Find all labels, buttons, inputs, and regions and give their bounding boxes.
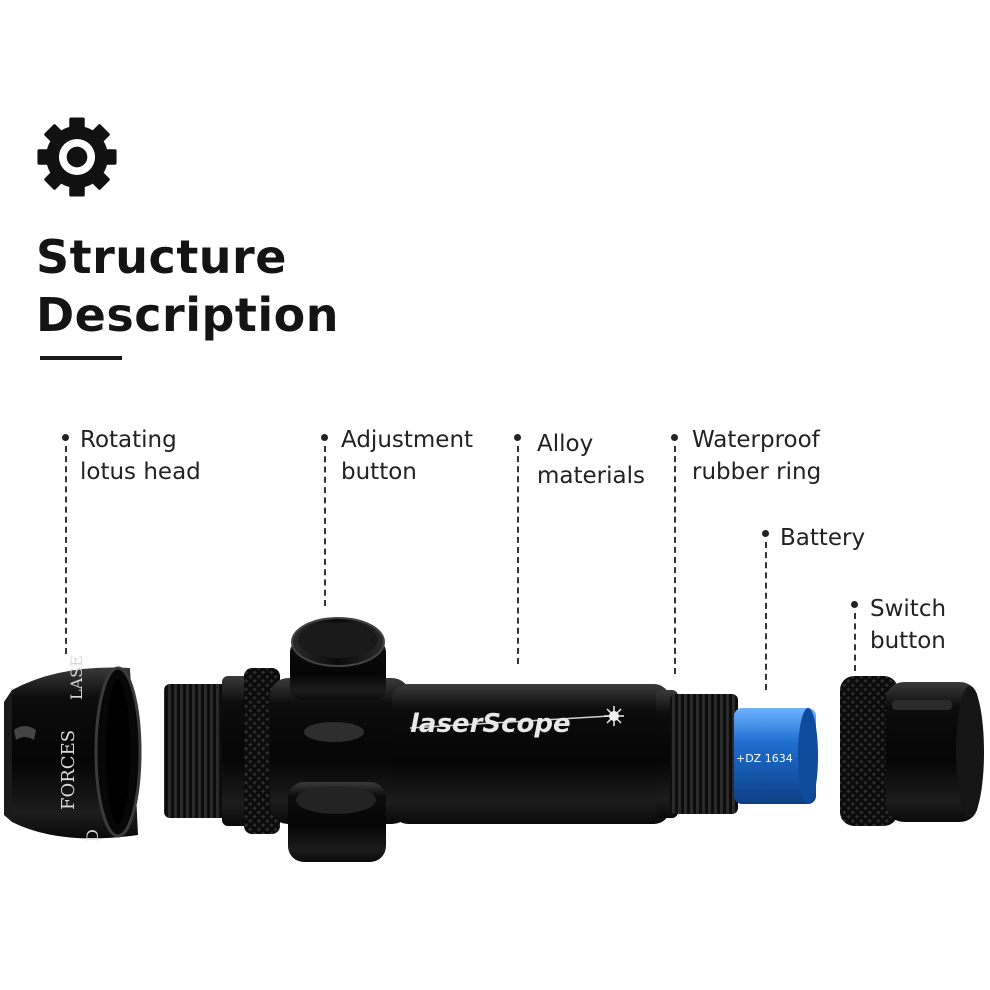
lotus-head: FORCES LASE D (4, 655, 142, 842)
gear-icon (37, 117, 117, 197)
leader-line (674, 446, 676, 674)
label-line: rubber ring (692, 459, 822, 485)
label-dot (851, 601, 858, 608)
label-dot (321, 434, 328, 441)
label-line: button (870, 628, 946, 654)
battery-label: +DZ 1634 (736, 752, 793, 765)
adjustment-knob-top (290, 617, 386, 700)
leader-line (854, 613, 856, 671)
leader-line (324, 446, 326, 606)
adjustment-knob-bottom (288, 782, 386, 862)
title-underline (40, 356, 122, 360)
title-line-2: Description (36, 288, 340, 342)
label-line: Rotating (80, 427, 177, 453)
label-line: Waterproof (692, 427, 820, 453)
label-waterproof-rubber-ring: Waterproof rubber ring (692, 424, 821, 488)
label-dot (671, 434, 678, 441)
label-dot (762, 530, 769, 537)
label-rotating-lotus-head: Rotating lotus head (80, 424, 201, 488)
head-text-lase: LASE (67, 655, 86, 700)
leader-line (765, 542, 767, 690)
label-line: button (341, 459, 417, 485)
label-dot (514, 434, 521, 441)
label-line: Alloy (537, 431, 594, 457)
main-tube (392, 684, 670, 824)
label-dot (62, 434, 69, 441)
leader-line (65, 446, 67, 654)
label-line: lotus head (80, 459, 201, 485)
front-thread (164, 684, 230, 818)
head-text-forces: FORCES (58, 730, 79, 810)
label-line: Battery (780, 525, 866, 551)
label-battery: Battery (780, 522, 865, 554)
title-line-1: Structure (36, 230, 287, 284)
brand-logo: laserScope (410, 709, 571, 739)
label-alloy-materials: Alloy materials (537, 428, 645, 492)
leader-line (517, 446, 519, 664)
switch-button-cap (840, 676, 984, 826)
label-line: Switch (870, 596, 947, 622)
waterproof-rubber-ring (670, 694, 738, 814)
label-switch-button: Switch button (870, 593, 946, 657)
laser-star-icon (604, 706, 624, 726)
label-adjustment-button: Adjustment button (341, 424, 473, 488)
label-line: materials (537, 463, 645, 489)
battery: +DZ 1634 (734, 708, 818, 804)
head-text-d: D (83, 829, 102, 842)
label-line: Adjustment (341, 427, 474, 453)
